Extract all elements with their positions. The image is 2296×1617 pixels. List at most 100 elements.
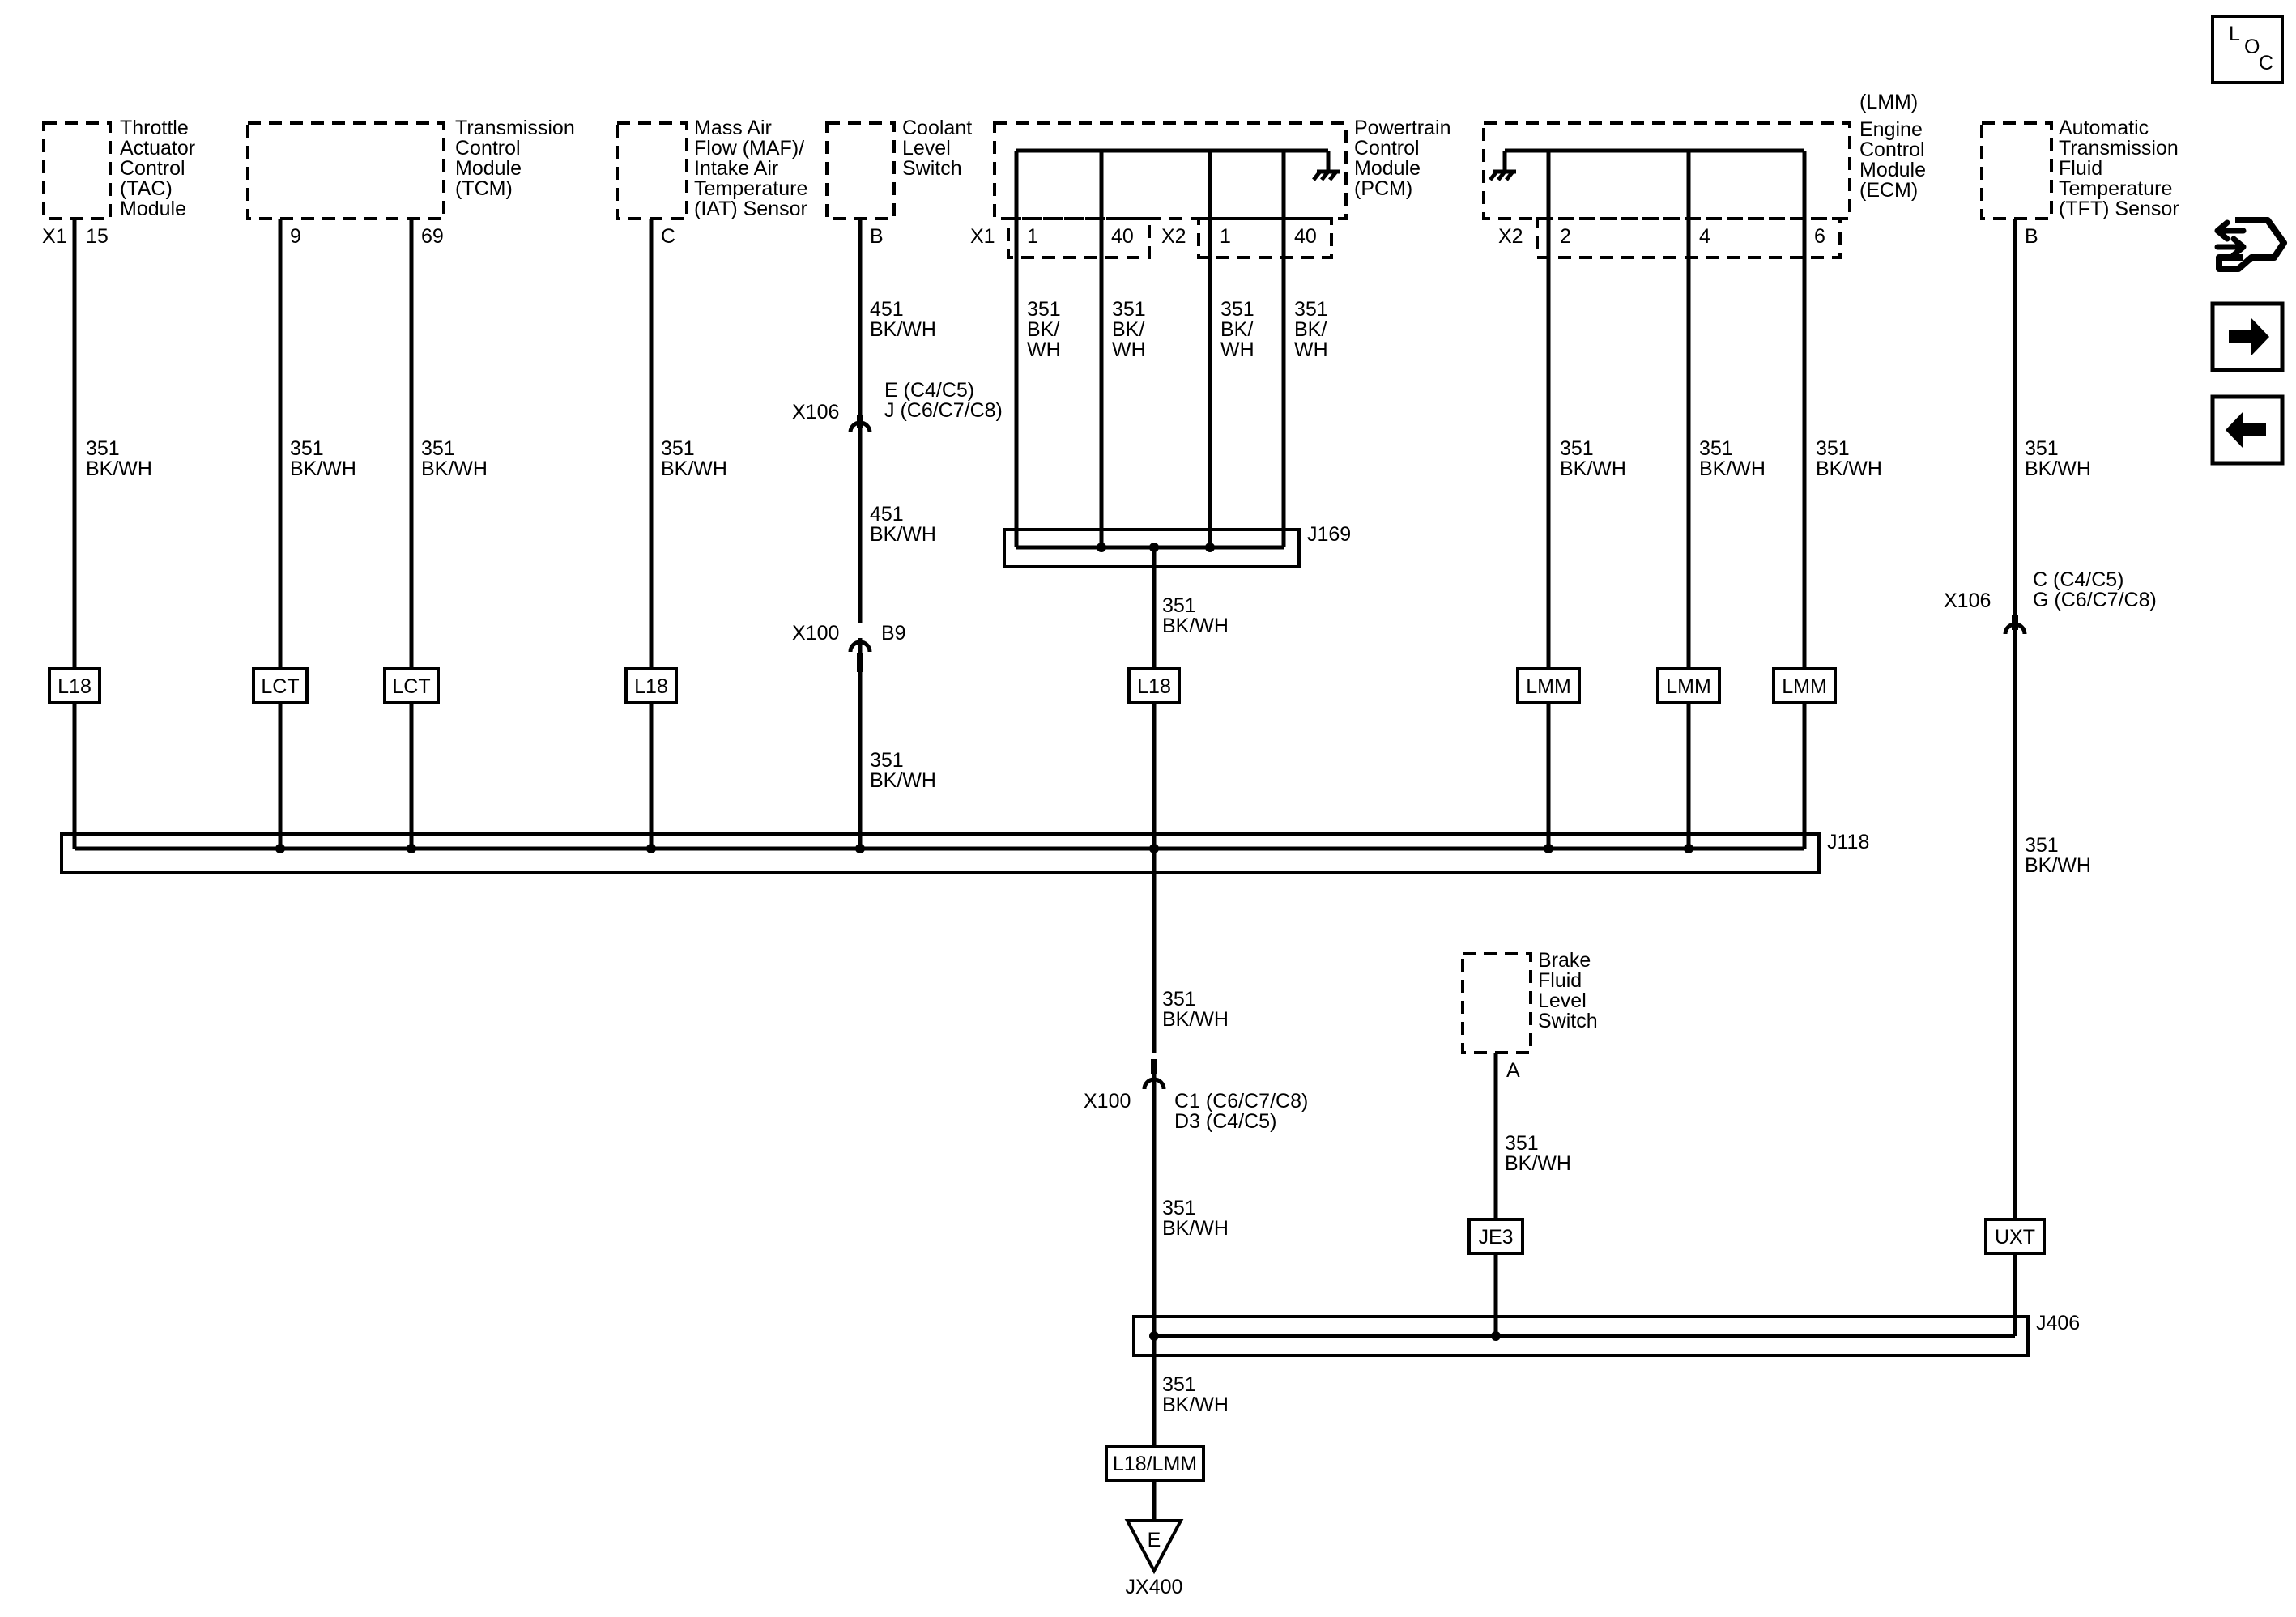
ecm-pin-6: 6: [1814, 225, 1825, 248]
wire-label-pcmx2-40-a: 351: [1294, 298, 1328, 321]
loc-button[interactable]: L O C: [2211, 15, 2284, 84]
x106-tft-name: X106: [1944, 589, 1991, 612]
tft-label-5: (TFT) Sensor: [2059, 198, 2179, 220]
wire-label-tac-color: BK/WH: [86, 457, 152, 480]
wire-label-main-mid-num: 351: [1162, 1197, 1196, 1219]
x100-main-name: X100: [1084, 1090, 1131, 1113]
option-box-ecm-6: LMM: [1782, 675, 1827, 698]
wire-label-maf-num: 351: [661, 437, 695, 460]
option-box-ground: L18/LMM: [1113, 1453, 1197, 1475]
tac-label-5: Module: [120, 198, 186, 220]
tft-label-4: Temperature: [2059, 177, 2172, 200]
wire-label-tcm69-num: 351: [421, 437, 455, 460]
coolant-pin-b: B: [870, 225, 884, 248]
wire-label-pcm40-a: 351: [1112, 298, 1146, 321]
wire-label-tft-upper-color: BK/WH: [2025, 457, 2091, 480]
wire-label-pcm-out-num: 351: [1162, 594, 1196, 617]
tcm-label-3: Module: [455, 157, 522, 180]
connector-tool-icon[interactable]: [2214, 217, 2287, 272]
x106-coolant-pin-2: J (C6/C7/C8): [884, 399, 1003, 422]
wire-label-ecm2-num: 351: [1560, 437, 1594, 460]
ecm-label-3: Control: [1859, 138, 1925, 161]
option-box-brake: JE3: [1478, 1226, 1513, 1249]
loc-letter-l: L: [2229, 23, 2240, 45]
loc-letter-o: O: [2244, 36, 2260, 58]
wire-label-tcm9-num: 351: [290, 437, 324, 460]
option-box-tcm-9: LCT: [261, 675, 299, 698]
tac-label-3: Control: [120, 157, 185, 180]
wire-label-coolant-lower-color: BK/WH: [870, 769, 936, 792]
wire-label-pcmx2-1-c: WH: [1220, 338, 1254, 361]
wire-label-ecm6-num: 351: [1816, 437, 1850, 460]
wire-label-ecm4-color: BK/WH: [1699, 457, 1766, 480]
wire-label-coolant-mid-num: 451: [870, 503, 904, 526]
pcm-x1-connector: [1007, 217, 1151, 259]
pcm-label-4: (PCM): [1354, 177, 1412, 200]
x106-tft-pin-2: G (C6/C7/C8): [2033, 589, 2157, 611]
pcm-x2-pin-40: 40: [1294, 225, 1317, 248]
tac-label-1: Throttle: [120, 117, 189, 139]
pcm-x2-connector: [1197, 217, 1333, 259]
wire-label-coolant-upper-num: 451: [870, 298, 904, 321]
maf-label-3: Intake Air: [694, 157, 778, 180]
maf-label-4: Temperature: [694, 177, 807, 200]
wire-label-tft-upper-num: 351: [2025, 437, 2059, 460]
wire-label-brake-num: 351: [1505, 1132, 1539, 1155]
pcm-x2-name: X2: [1161, 225, 1186, 248]
pcm-x2-pin-1: 1: [1220, 225, 1231, 248]
brake-label-4: Switch: [1538, 1010, 1598, 1032]
ecm-x2-name: X2: [1498, 225, 1523, 248]
maf-label-2: Flow (MAF)/: [694, 137, 804, 160]
ecm-label-4: Module: [1859, 159, 1926, 181]
brake-label-1: Brake: [1538, 949, 1591, 972]
wire-label-pcmx2-40-b: BK/: [1294, 318, 1327, 341]
x100-main-pin-1: C1 (C6/C7/C8): [1174, 1090, 1308, 1113]
brake-pin-a: A: [1506, 1059, 1520, 1082]
maf-label-5: (IAT) Sensor: [694, 198, 807, 220]
tac-label-2: Actuator: [120, 137, 195, 160]
tcm-label-4: (TCM): [455, 177, 513, 200]
pcm-x1-pin-1: 1: [1027, 225, 1038, 248]
x106-tft-pin-1: C (C4/C5): [2033, 568, 2124, 591]
option-box-tft: UXT: [1995, 1226, 2035, 1249]
wire-label-tcm9-color: BK/WH: [290, 457, 356, 480]
pcm-label-3: Module: [1354, 157, 1421, 180]
wire-label-main-lower-num: 351: [1162, 1373, 1196, 1396]
maf-sensor-box: [616, 121, 688, 220]
tac-connector-name: X1: [42, 225, 67, 248]
maf-label-1: Mass Air: [694, 117, 772, 139]
option-box-tcm-69: LCT: [392, 675, 430, 698]
splice-j406-label: J406: [2036, 1312, 2080, 1334]
wire-label-coolant-upper-color: BK/WH: [870, 318, 936, 341]
pcm-label-2: Control: [1354, 137, 1420, 160]
tft-sensor-box: [1980, 121, 2053, 220]
wire-label-pcmx2-40-c: WH: [1294, 338, 1328, 361]
wire-label-tft-lower-num: 351: [2025, 834, 2059, 857]
tcm-label-1: Transmission: [455, 117, 575, 139]
wire-label-pcm1-b: BK/: [1027, 318, 1059, 341]
tcm-pin-69: 69: [421, 225, 444, 248]
wire-label-pcmx2-1-a: 351: [1220, 298, 1254, 321]
x100-coolant-name: X100: [792, 622, 839, 645]
wire-label-pcm1-c: WH: [1027, 338, 1061, 361]
tcm-label-2: Control: [455, 137, 521, 160]
tcm-module-box: [246, 121, 445, 220]
tft-label-1: Automatic: [2059, 117, 2149, 139]
splice-j169-label: J169: [1307, 523, 1351, 546]
wire-label-coolant-lower-num: 351: [870, 749, 904, 772]
previous-arrow-icon[interactable]: [2210, 394, 2285, 466]
wire-label-main-upper-num: 351: [1162, 988, 1196, 1011]
wire-label-main-mid-color: BK/WH: [1162, 1217, 1229, 1240]
x100-main-pin-2: D3 (C4/C5): [1174, 1110, 1276, 1133]
ground-letter: E: [1148, 1529, 1161, 1551]
ecm-label-5: (ECM): [1859, 179, 1918, 202]
wire-label-ecm2-color: BK/WH: [1560, 457, 1626, 480]
next-arrow-icon[interactable]: [2210, 301, 2285, 372]
option-box-ecm-2: LMM: [1526, 675, 1571, 698]
coolant-label-1: Coolant: [902, 117, 972, 139]
wire-label-tft-lower-color: BK/WH: [2025, 854, 2091, 877]
ecm-pin-2: 2: [1560, 225, 1571, 248]
brake-label-3: Level: [1538, 989, 1587, 1012]
ecm-module-box: [1482, 121, 1851, 220]
pcm-label-1: Powertrain: [1354, 117, 1451, 139]
